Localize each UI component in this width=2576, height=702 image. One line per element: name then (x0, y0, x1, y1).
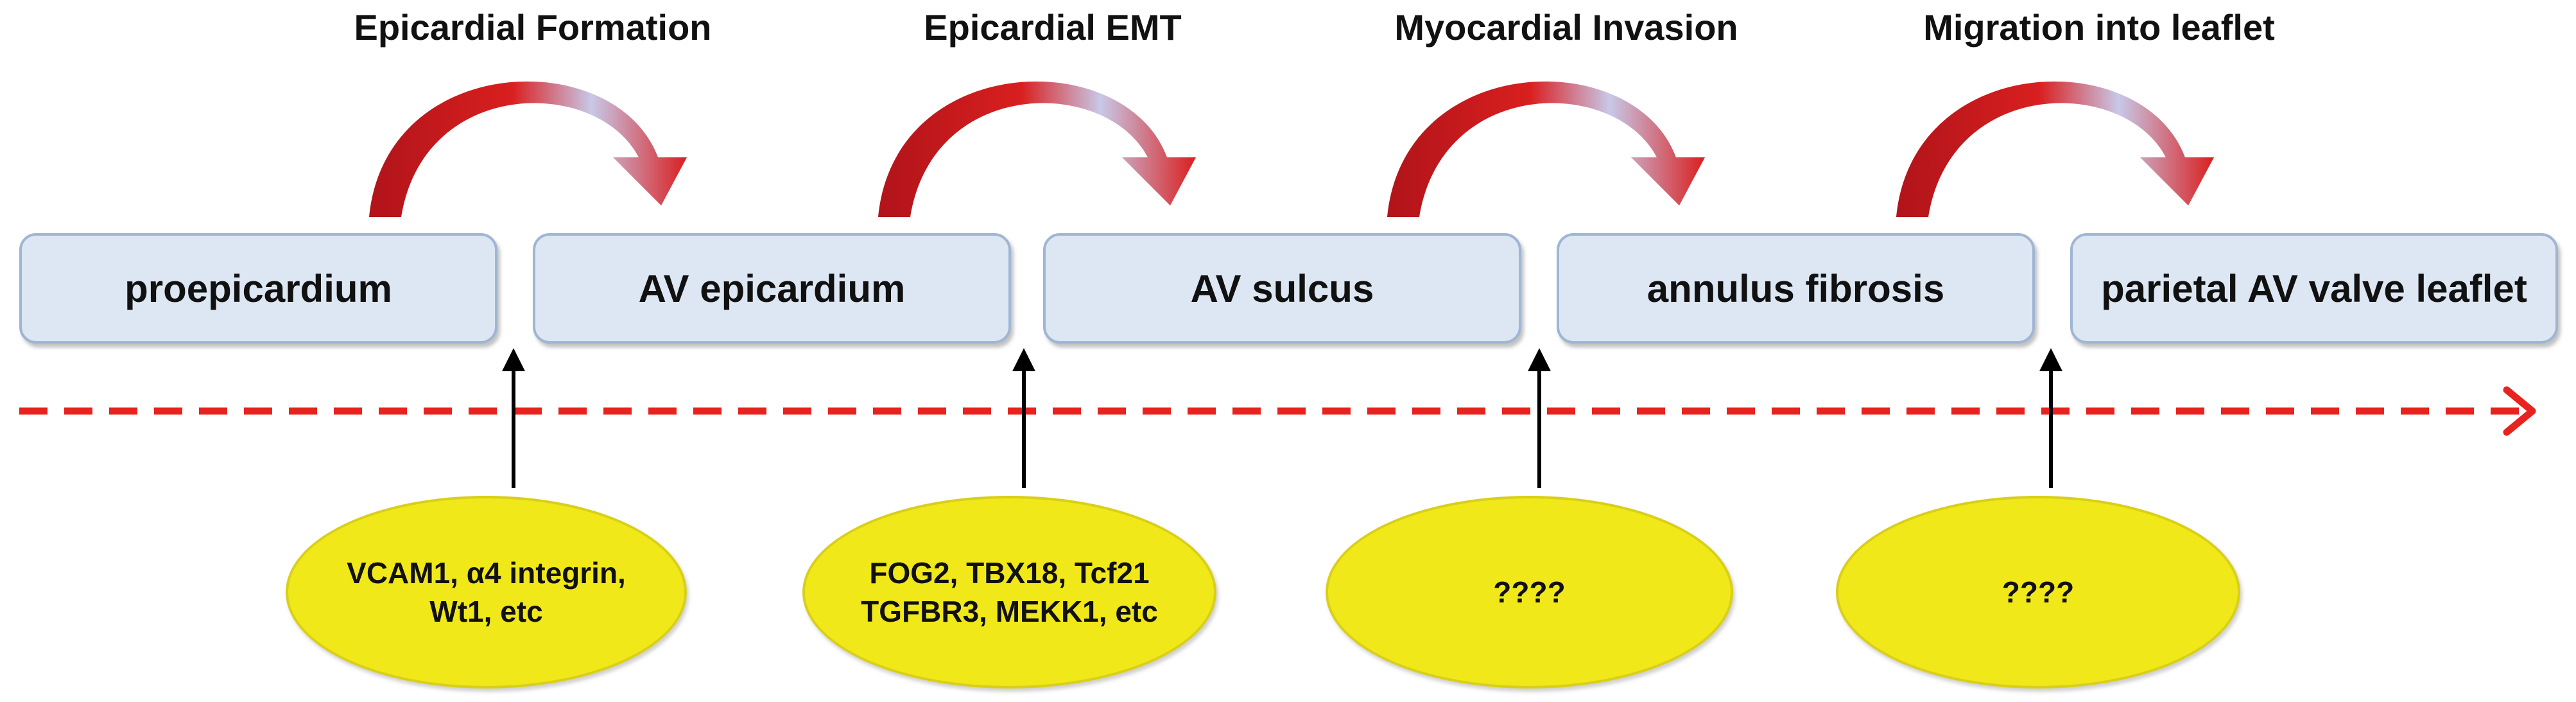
stage-box-av-sulcus: AV sulcus (1043, 233, 1521, 344)
stage-label: parietal AV valve leaflet (2101, 267, 2527, 310)
step-title-epicardial-formation: Epicardial Formation (354, 7, 712, 48)
factor-ellipse-emt: FOG2, TBX18, Tcf21 TGFBR3, MEKK1, etc (802, 496, 1216, 689)
stage-label: annulus fibrosis (1647, 267, 1945, 310)
factor-ellipse-migration: ???? (1836, 496, 2240, 689)
stage-label: AV sulcus (1190, 267, 1374, 310)
factor-line: Wt1, etc (429, 595, 543, 628)
factor-line: ???? (1493, 575, 1566, 609)
timeline-arrow (19, 386, 2536, 436)
step-title-migration-into-leaflet: Migration into leaflet (1923, 7, 2275, 48)
curved-arrow-1 (369, 81, 687, 217)
stage-box-proepicardium: proepicardium (19, 233, 497, 344)
factor-line: VCAM1, α4 integrin, (347, 556, 626, 590)
factor-line: FOG2, TBX18, Tcf21 (869, 556, 1150, 590)
stage-box-annulus-fibrosis: annulus fibrosis (1557, 233, 2035, 344)
curved-arrow-3 (1387, 81, 1705, 217)
step-title-myocardial-invasion: Myocardial Invasion (1394, 7, 1738, 48)
factor-ellipse-invasion: ???? (1326, 496, 1733, 689)
factor-ellipse-formation: VCAM1, α4 integrin, Wt1, etc (286, 496, 687, 689)
stage-label: proepicardium (125, 267, 392, 310)
curved-arrow-2 (878, 81, 1196, 217)
stage-label: AV epicardium (638, 267, 906, 310)
factor-line: TGFBR3, MEKK1, etc (861, 595, 1158, 628)
stage-box-parietal-av-valve-leaflet: parietal AV valve leaflet (2070, 233, 2558, 344)
factor-line: ???? (2001, 575, 2075, 609)
stage-box-av-epicardium: AV epicardium (533, 233, 1011, 344)
curved-arrow-4 (1896, 81, 2214, 217)
step-title-epicardial-emt: Epicardial EMT (924, 7, 1182, 48)
